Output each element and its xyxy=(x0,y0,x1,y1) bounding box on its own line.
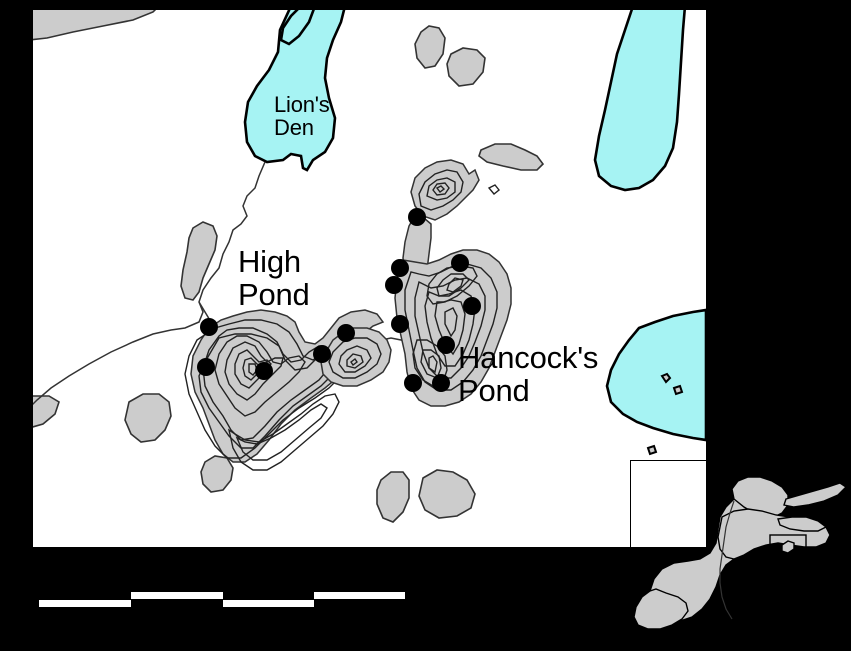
inset-frame-overlap xyxy=(630,460,706,547)
hancocks-pond-north-lobe xyxy=(410,159,480,221)
hancocks-north-rings xyxy=(418,169,500,211)
water-islet-c xyxy=(646,444,658,456)
scale-segment xyxy=(314,592,405,599)
locator-inset-vector xyxy=(633,476,848,630)
hancocks-main-rings xyxy=(404,263,498,391)
main-map-panel: Lion's Den High Pond Hancock's Pond xyxy=(31,8,708,549)
label-high-pond: High Pond xyxy=(238,244,310,312)
sample-point xyxy=(385,276,403,294)
locator-inset xyxy=(630,455,851,631)
sample-point xyxy=(197,358,215,376)
water-islet-b xyxy=(672,384,684,396)
stream-main xyxy=(33,161,266,406)
map-vector-layer xyxy=(33,10,706,523)
scale-segment xyxy=(131,592,223,599)
land-polygons xyxy=(33,10,545,523)
locator-interior-lines xyxy=(719,500,735,620)
land-islet-4 xyxy=(124,393,172,443)
water-islet-a xyxy=(660,372,672,384)
sample-point xyxy=(432,374,450,392)
sample-point xyxy=(200,318,218,336)
sample-point xyxy=(337,324,355,342)
sample-point xyxy=(391,259,409,277)
sample-point xyxy=(463,297,481,315)
sample-point xyxy=(255,362,273,380)
water-bodies xyxy=(243,10,706,456)
land-islet-5 xyxy=(200,455,234,493)
sample-points xyxy=(197,208,481,392)
land-nw-corner xyxy=(33,10,157,41)
land-islet-1 xyxy=(414,25,446,69)
high-pond-east-lobe-rings xyxy=(328,337,382,379)
label-hancocks-pond: Hancock's Pond xyxy=(458,340,599,408)
land-sw-sliver xyxy=(33,395,60,428)
land-islet-2 xyxy=(446,47,486,87)
sample-point xyxy=(313,345,331,363)
land-islet-3 xyxy=(478,143,545,171)
scale-segment xyxy=(223,600,314,607)
sample-point xyxy=(451,254,469,272)
sample-point xyxy=(408,208,426,226)
scale-segment xyxy=(39,600,131,607)
land-islet-7 xyxy=(418,469,476,519)
sample-point xyxy=(391,315,409,333)
label-lions-den: Lion's Den xyxy=(274,92,330,141)
water-southeast-bay xyxy=(605,308,706,442)
land-west-peninsula xyxy=(180,221,218,301)
land-islet-6 xyxy=(376,471,410,523)
locator-box xyxy=(769,534,807,566)
sample-point xyxy=(404,374,422,392)
water-northeast-bay xyxy=(593,10,686,192)
sample-point xyxy=(437,336,455,354)
water-lions-den xyxy=(243,10,346,172)
scale-bar xyxy=(39,592,405,609)
water-lions-den-lobe xyxy=(279,10,315,46)
locator-landmass xyxy=(633,476,848,630)
